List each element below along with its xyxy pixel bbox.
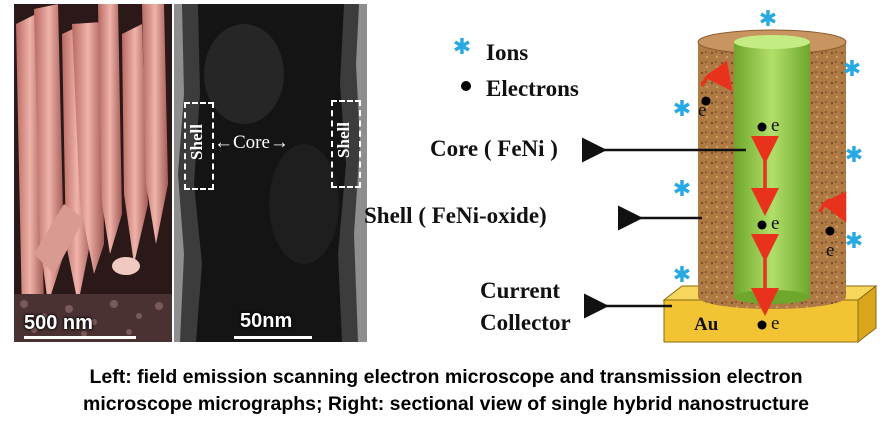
ion-icon: ✱ bbox=[845, 229, 863, 254]
core-label-tem: ←Core→ bbox=[214, 132, 289, 153]
electron-e-label: e bbox=[771, 313, 780, 334]
sem-scale-label: 500 nm bbox=[24, 312, 93, 334]
ion-icon: ✱ bbox=[673, 177, 691, 202]
electron-e-label: e bbox=[771, 213, 780, 234]
electron-dot bbox=[757, 220, 767, 230]
caption-line-1: Left: field emission scanning electron m… bbox=[89, 366, 803, 388]
caption-line-2: microscope micrographs; Right: sectional… bbox=[83, 393, 809, 415]
electron-dot bbox=[701, 96, 711, 106]
sem-micrograph: 500 nm bbox=[14, 4, 172, 342]
sem-scale-bar bbox=[24, 336, 136, 339]
au-label: Au bbox=[694, 314, 719, 335]
ion-icon: ✱ bbox=[673, 97, 691, 122]
electron-dot bbox=[757, 122, 767, 132]
shell-marker-right bbox=[331, 100, 361, 188]
shell-label-left: Shell bbox=[187, 124, 206, 160]
shell-label: Shell ( FeNi-oxide) bbox=[364, 203, 547, 228]
legend-electron-icon bbox=[461, 81, 471, 91]
electron-dot bbox=[757, 320, 767, 330]
shell-label-right: Shell bbox=[334, 122, 353, 158]
tem-micrograph: Shell Shell ←Core→ 50nm bbox=[174, 4, 367, 342]
electron-e-label: e bbox=[826, 240, 835, 261]
collector-label-line2: Collector bbox=[480, 310, 571, 335]
electron-e-label: e bbox=[698, 100, 707, 121]
shell-marker-left bbox=[184, 102, 214, 190]
core-label: Core ( FeNi ) bbox=[430, 136, 558, 161]
legend-ions-label: Ions bbox=[486, 40, 529, 65]
tem-nanowire-image bbox=[174, 4, 367, 342]
ion-icon: ✱ bbox=[845, 143, 863, 168]
ion-icon: ✱ bbox=[673, 263, 691, 288]
legend-electrons-label: Electrons bbox=[486, 76, 579, 101]
core-cylinder bbox=[734, 35, 810, 304]
sem-nanowires-image bbox=[14, 4, 172, 342]
nanostructure-diagram: ✱ ✱ ✱ ✱ ✱ ✱ ✱ ✱ bbox=[453, 7, 878, 344]
tem-scale-bar bbox=[234, 336, 312, 339]
ion-electron-arrow bbox=[700, 60, 733, 92]
legend-ion-icon: ✱ bbox=[453, 35, 471, 60]
tem-scale-label: 50nm bbox=[240, 310, 293, 332]
electron-dot bbox=[825, 226, 835, 236]
collector-label-line1: Current bbox=[480, 278, 561, 303]
ion-icon: ✱ bbox=[759, 7, 777, 32]
ion-icon: ✱ bbox=[843, 57, 861, 82]
ion-electron-arrow bbox=[818, 191, 847, 223]
electron-e-label: e bbox=[771, 115, 780, 136]
